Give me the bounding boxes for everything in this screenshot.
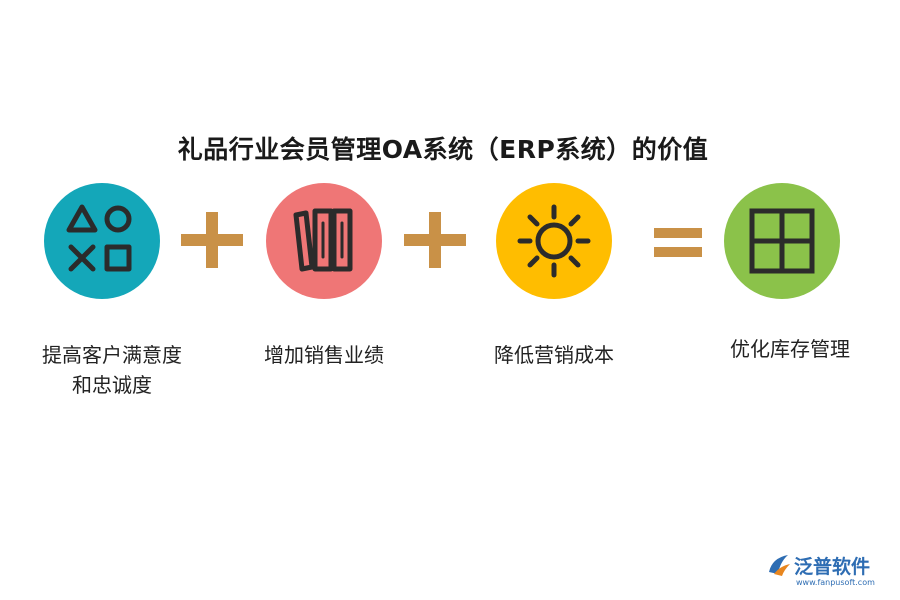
sun-icon	[517, 204, 591, 278]
satisfaction-circle	[44, 183, 160, 299]
equals-icon	[654, 228, 702, 257]
plus-icon	[181, 212, 243, 268]
label-cost: 降低营销成本	[494, 343, 614, 367]
label-inventory: 优化库存管理	[730, 337, 850, 361]
brand-logo: 泛普软件 www.fanpusoft.com	[766, 550, 896, 594]
logo-mark-icon	[769, 555, 790, 576]
diagram-title: 礼品行业会员管理OA系统（ERP系统）的价值	[177, 135, 709, 164]
label-satisfaction: 提高客户满意度 和忠诚度	[22, 340, 202, 400]
sales-circle	[266, 183, 382, 299]
logo-url: www.fanpusoft.com	[796, 578, 875, 587]
label-line: 和忠诚度	[72, 373, 152, 397]
label-line: 提高客户满意度	[42, 343, 182, 367]
shapes-icon	[66, 204, 132, 272]
inventory-circle	[724, 183, 840, 299]
grid-icon	[749, 208, 815, 274]
plus-icon	[404, 212, 466, 268]
cost-circle	[496, 183, 612, 299]
books-icon	[293, 208, 353, 272]
label-sales: 增加销售业绩	[264, 343, 384, 367]
logo-name: 泛普软件	[794, 556, 871, 578]
